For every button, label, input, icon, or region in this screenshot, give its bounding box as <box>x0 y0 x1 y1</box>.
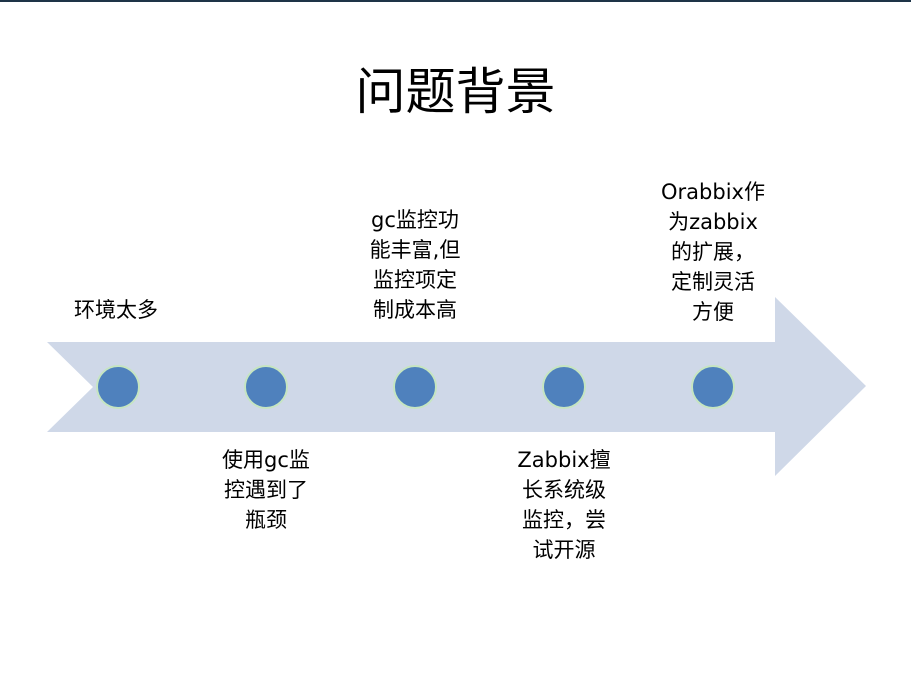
milestone-dot-2 <box>244 365 288 409</box>
slide-title: 问题背景 <box>355 63 556 121</box>
milestone-label-3: gc监控功 能丰富,但 监控项定 制成本高 <box>369 208 461 322</box>
timeline-arrow-shape <box>47 297 866 476</box>
milestone-label-1: 环境太多 <box>74 298 158 322</box>
slide-top-border <box>0 0 911 2</box>
milestone-dot-5 <box>691 365 735 409</box>
milestone-dot-3 <box>393 365 437 409</box>
milestone-label-4: Zabbix擅 长系统级 监控，尝 试开源 <box>517 448 611 562</box>
milestone-dot-1 <box>96 365 140 409</box>
milestone-label-2: 使用gc监 控遇到了 瓶颈 <box>222 448 310 532</box>
milestone-dot-4 <box>542 365 586 409</box>
milestone-label-5: Orabbix作 为zabbix 的扩展， 定制灵活 方便 <box>661 180 765 324</box>
